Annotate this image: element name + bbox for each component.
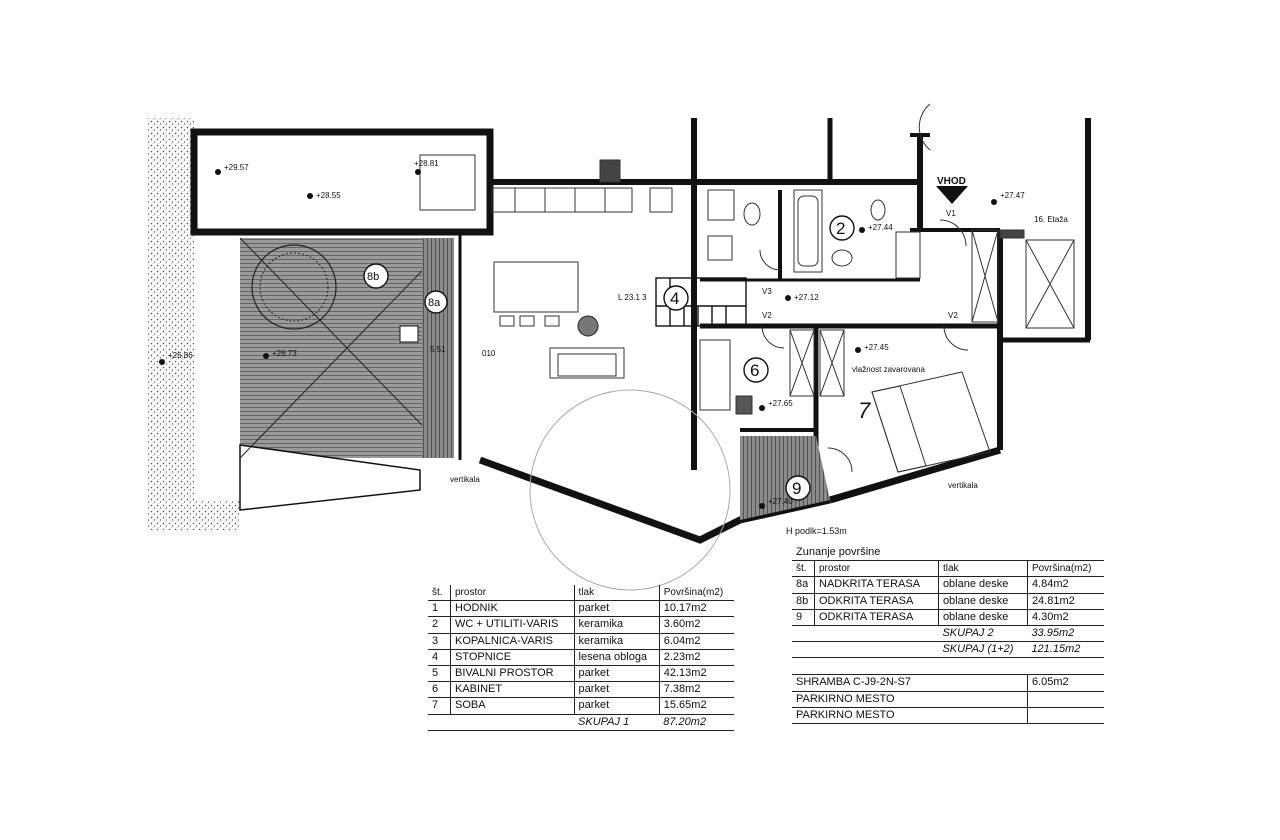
elevation-e6: +27.47 <box>1000 191 1025 200</box>
elevation-e4: +26.86 <box>168 351 193 360</box>
table1-header-mat: tlak <box>574 585 660 602</box>
room-number-8a: 8a <box>428 297 441 309</box>
table2-title: Zunanje površine <box>792 545 1104 562</box>
table-row: 6 KABINET parket 7.38m2 <box>428 681 734 699</box>
table-row: 2 WC + UTILITI-VARIS keramika 3.60m2 <box>428 616 734 634</box>
table2-header-num: št. <box>792 560 815 578</box>
table2-total2-value: 33.95m2 <box>1027 625 1104 643</box>
room-number-2: 2 <box>836 219 845 238</box>
door-swings <box>759 103 969 473</box>
bed <box>871 371 991 473</box>
terrace-note: 16. Etaža <box>1034 215 1068 224</box>
elevation-e1: +29.57 <box>224 163 249 172</box>
elevation-e10: +27.65 <box>768 399 793 408</box>
plant <box>577 315 599 337</box>
table1-total-value: 87.20m2 <box>659 714 734 731</box>
door-label-v2a: V2 <box>762 311 772 320</box>
hot-tub <box>251 244 337 330</box>
storage-row: SHRAMBA C-J9-2N-S7 6.05m2 <box>792 674 1104 692</box>
kitchen-counter <box>491 159 673 213</box>
terrace-floor-lower <box>239 444 421 511</box>
table1-header-num: št. <box>428 585 451 602</box>
table2-total12-row: SKUPAJ (1+2) 121.15m2 <box>792 641 1104 659</box>
table-row: 3 KOPALNICA-VARIS keramika 6.04m2 <box>428 633 734 650</box>
exterior-area-table: Zunanje površine št. prostor tlak Površi… <box>792 545 1104 724</box>
elevation-e9: +27.45 <box>864 343 889 352</box>
table-row: 7 SOBA parket 15.65m2 <box>428 697 734 715</box>
north-arrow-icon <box>936 186 968 204</box>
elevation-markers: +29.57 +28.81 +28.55 +26.86 +26.73 +27.4… <box>159 159 1025 509</box>
table1-header-name: prostor <box>450 585 575 602</box>
door-label-v2b: V2 <box>948 311 958 320</box>
interior-area-table: št. prostor tlak Površina(m2) 1 HODNIK p… <box>428 585 734 731</box>
bathroom-fixtures <box>707 189 921 279</box>
vertical-label-left: vertikala <box>450 475 480 484</box>
table-row: 4 STOPNICE lesena obloga 2.23m2 <box>428 649 734 666</box>
vertical-label-right: vertikala <box>948 481 978 490</box>
room-number-7: 7 <box>858 398 871 423</box>
parking-label-1: PARKIRNO MESTO <box>792 691 1028 708</box>
kitchen-note: L 23.1 3 <box>618 293 647 302</box>
elevation-e2: +28.81 <box>414 159 439 168</box>
table-row: 1 HODNIK parket 10.17m2 <box>428 600 734 618</box>
table1-header-area: Površina(m2) <box>659 585 734 602</box>
room-number-4: 4 <box>670 289 679 308</box>
table1-total-row: SKUPAJ 1 87.20m2 <box>428 714 734 731</box>
room-note: vlažnost zavarovana <box>852 365 925 374</box>
sofa <box>549 347 625 379</box>
room-number-markers: 2 4 6 8b 8a 9 7 <box>363 215 871 501</box>
door-label-v3: V3 <box>762 287 772 296</box>
table2-header-mat: tlak <box>938 560 1028 578</box>
elevation-e8: +27.12 <box>794 293 819 302</box>
table-row: 8a NADKRITA TERASA oblane deske 4.84m2 <box>792 576 1104 594</box>
table2-total12-value: 121.15m2 <box>1027 641 1104 659</box>
elevation-e7: +27.44 <box>868 223 893 232</box>
kitchen-island <box>493 261 579 313</box>
gravel-area-bottom <box>148 500 240 530</box>
table2-header-name: prostor <box>814 560 939 578</box>
gravel-area <box>148 118 194 530</box>
parking-row: PARKIRNO MESTO <box>792 707 1104 724</box>
terrace-8a <box>422 238 454 458</box>
elevation-e5: +26.73 <box>272 349 297 358</box>
table2-total12-label: SKUPAJ (1+2) <box>938 641 1028 659</box>
table-row: 5 BIVALNI PROSTOR parket 42.13m2 <box>428 665 734 683</box>
walls <box>190 118 1091 544</box>
table2-total2-label: SKUPAJ 2 <box>938 625 1028 643</box>
wardrobe <box>735 329 845 415</box>
door-label-v1: V1 <box>946 209 956 218</box>
table-row: 8b ODKRITA TERASA oblane deske 24.81m2 <box>792 593 1104 610</box>
table-row: 9 ODKRITA TERASA oblane deske 4.30m2 <box>792 609 1104 626</box>
terrace-9 <box>740 436 830 520</box>
table1-total-label: SKUPAJ 1 <box>574 714 660 731</box>
storage-value: 6.05m2 <box>1027 674 1104 692</box>
stair-note: 5.51 <box>430 345 446 354</box>
room-number-9: 9 <box>792 479 801 498</box>
elevation-e11: +27.40 <box>768 497 793 506</box>
table2-total2-row: SKUPAJ 2 33.95m2 <box>792 625 1104 643</box>
room-number-8b: 8b <box>367 271 379 283</box>
entrance-label: VHOD <box>937 176 966 187</box>
parking-label-2: PARKIRNO MESTO <box>792 707 1028 724</box>
room-number-6: 6 <box>750 361 759 380</box>
table2-header-area: Površina(m2) <box>1027 560 1104 578</box>
wall-code: 010 <box>482 349 496 358</box>
elevation-e3: +28.55 <box>316 191 341 200</box>
parking-row: PARKIRNO MESTO <box>792 691 1104 708</box>
entrance-closet <box>971 229 1075 329</box>
height-note: H podlk=1.53m <box>786 526 847 536</box>
storage-label: SHRAMBA C-J9-2N-S7 <box>792 674 1028 692</box>
